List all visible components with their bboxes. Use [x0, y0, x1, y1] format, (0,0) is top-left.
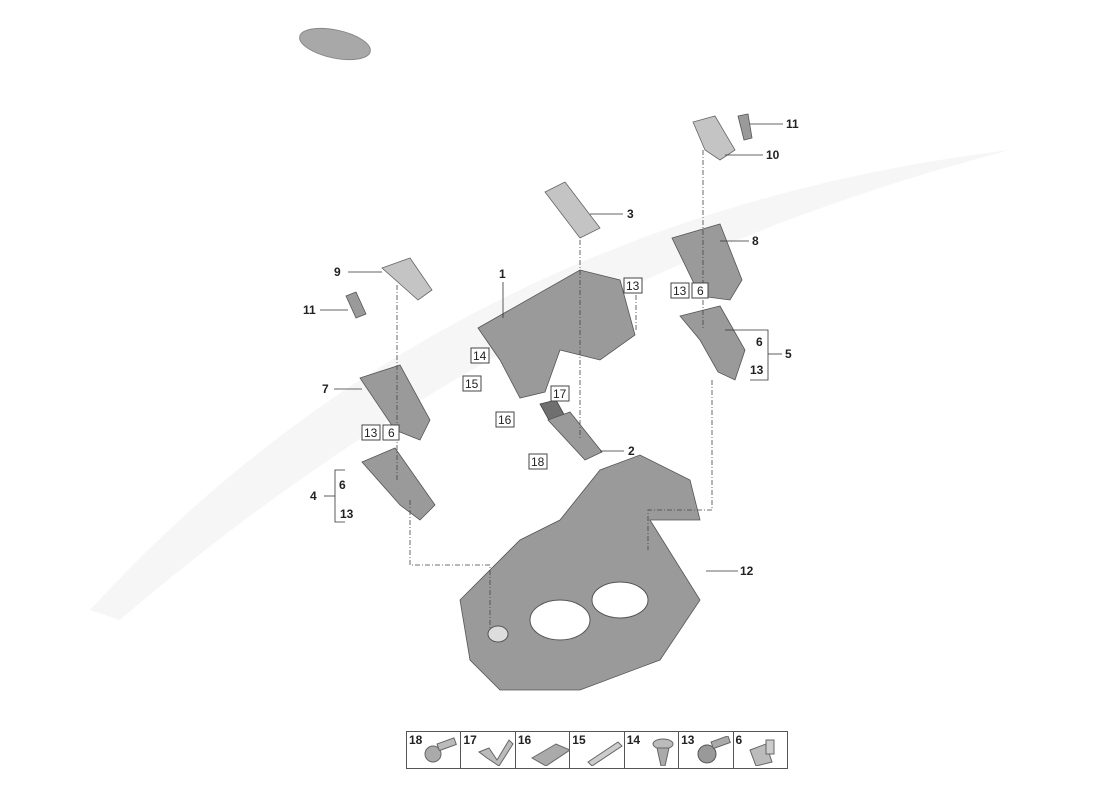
- callout-2: 2: [628, 444, 635, 458]
- nut-clip-icon: [748, 739, 775, 766]
- part-9: [381, 257, 433, 301]
- boxed-callout-13: 13: [361, 424, 381, 441]
- fastener-legend: 18 17 16 15 14 13 6: [406, 731, 788, 769]
- callout-5: 5: [785, 347, 792, 361]
- clip-icon: [478, 739, 515, 766]
- boxed-callout-13: 13: [670, 282, 690, 299]
- callout-10: 10: [766, 148, 780, 162]
- screw-icon: [424, 737, 457, 763]
- callout-13: 13: [750, 363, 764, 377]
- callout-11: 11: [303, 303, 316, 317]
- legend-item-16: 16: [516, 732, 571, 768]
- callout-7: 7: [322, 382, 329, 396]
- legend-number: 14: [626, 733, 641, 747]
- svg-text:17: 17: [553, 387, 567, 401]
- callout-9: 9: [334, 265, 341, 279]
- svg-text:14: 14: [473, 349, 487, 363]
- part-11-left: [345, 291, 367, 319]
- legend-number: 13: [681, 733, 695, 747]
- svg-text:15: 15: [465, 377, 479, 391]
- legend-item-6: 6: [734, 732, 787, 768]
- callout-11: 11: [786, 117, 799, 131]
- part-5: [679, 305, 746, 381]
- boxed-callout-6: 6: [691, 282, 709, 299]
- legend-number: 15: [572, 733, 586, 747]
- boxed-callout-16: 16: [495, 411, 515, 428]
- bracket-icon: [530, 743, 570, 766]
- part-4: [361, 447, 436, 521]
- part-2: [547, 411, 603, 461]
- legend-number: 16: [517, 733, 532, 747]
- callout-3: 3: [627, 207, 634, 221]
- svg-text:13: 13: [364, 426, 378, 440]
- svg-text:6: 6: [697, 284, 704, 298]
- svg-text:13: 13: [626, 279, 640, 293]
- strip-icon: [587, 741, 624, 766]
- part-1: [477, 269, 636, 399]
- part-3: [544, 181, 601, 239]
- svg-text:13: 13: [673, 284, 687, 298]
- callout-4: 4: [310, 489, 317, 503]
- boxed-callout-17: 17: [550, 385, 570, 402]
- part-12: [459, 454, 701, 691]
- callout-12: 12: [740, 564, 754, 578]
- svg-text:18: 18: [531, 455, 545, 469]
- callout-6: 6: [339, 478, 346, 492]
- svg-text:16: 16: [498, 413, 512, 427]
- legend-number: 17: [463, 733, 477, 747]
- boxed-callout-13: 13: [623, 277, 643, 294]
- legend-item-13: 13: [679, 732, 734, 768]
- callout-13: 13: [340, 507, 354, 521]
- boxed-callout-15: 15: [462, 375, 482, 392]
- part-7: [359, 364, 431, 441]
- callout-1: 1: [499, 267, 506, 281]
- callout-8: 8: [752, 234, 759, 248]
- part-11-right: [737, 113, 753, 141]
- legend-item-15: 15: [570, 732, 625, 768]
- legend-item-14: 14: [625, 732, 680, 768]
- legend-item-18: 18: [407, 732, 462, 768]
- legend-item-17: 17: [461, 732, 516, 768]
- expanding-rivet-icon: [652, 738, 674, 766]
- boxed-callout-6: 6: [382, 424, 400, 441]
- boxed-callout-14: 14: [470, 347, 490, 364]
- vehicle-icon: [299, 27, 371, 61]
- legend-number: 6: [735, 733, 743, 747]
- boxed-callout-18: 18: [528, 453, 548, 470]
- screw-icon: [697, 736, 732, 764]
- legend-number: 18: [409, 733, 423, 747]
- callout-6: 6: [756, 335, 763, 349]
- svg-text:6: 6: [388, 426, 395, 440]
- part-10: [692, 115, 736, 161]
